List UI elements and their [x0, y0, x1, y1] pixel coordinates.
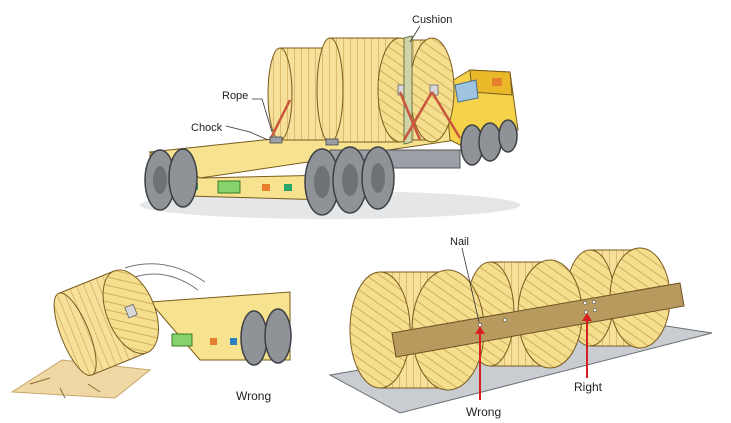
- right-arrowhead: [582, 313, 592, 321]
- right-label: Right: [574, 380, 603, 394]
- chock-leader: [225, 125, 269, 141]
- wrong-label-left: Wrong: [236, 389, 271, 403]
- bottom-left-scene-wrong: Wrong: [10, 263, 292, 403]
- motion-line-1: [124, 263, 206, 283]
- license-plate: [217, 180, 241, 194]
- plate-small: [171, 333, 193, 347]
- nail-leader: [461, 247, 480, 323]
- light-small-orange: [210, 338, 217, 345]
- chock-mid: [325, 138, 339, 146]
- wheel-small-1: [240, 310, 268, 366]
- wheel-small-2: [264, 308, 292, 364]
- side-light-green: [284, 184, 292, 191]
- truck-drum-front: [409, 37, 455, 143]
- nail-label: Nail: [450, 236, 469, 248]
- ground-dirt: [10, 359, 152, 399]
- cushion-label: Cushion: [412, 14, 452, 26]
- cushion-leader: [409, 25, 421, 43]
- cab-window: [454, 79, 479, 103]
- cab-marker-light: [492, 78, 502, 86]
- chock-label: Chock: [191, 122, 223, 134]
- middle-wheels: [304, 146, 395, 216]
- rope-leader: [252, 98, 273, 133]
- rope-label: Rope: [222, 90, 248, 102]
- light-small-blue: [230, 338, 237, 345]
- wooden-board: [391, 282, 685, 358]
- tipped-drum: [53, 269, 159, 376]
- wrong-label-right: Wrong: [466, 405, 501, 419]
- crack-marks: [29, 377, 101, 399]
- chock-rear: [269, 136, 283, 144]
- side-light-orange: [262, 184, 270, 191]
- bottom-right-scene: Nail Wrong Right: [328, 236, 713, 419]
- rear-wheels: [144, 148, 198, 211]
- board-nails: [478, 300, 597, 327]
- top-scene-truck: Cushion Rope Chock: [140, 14, 520, 219]
- motion-line-2: [131, 273, 199, 291]
- wrong-arrowhead: [475, 326, 485, 334]
- cab-wheels: [460, 119, 518, 166]
- ropes: [268, 91, 462, 141]
